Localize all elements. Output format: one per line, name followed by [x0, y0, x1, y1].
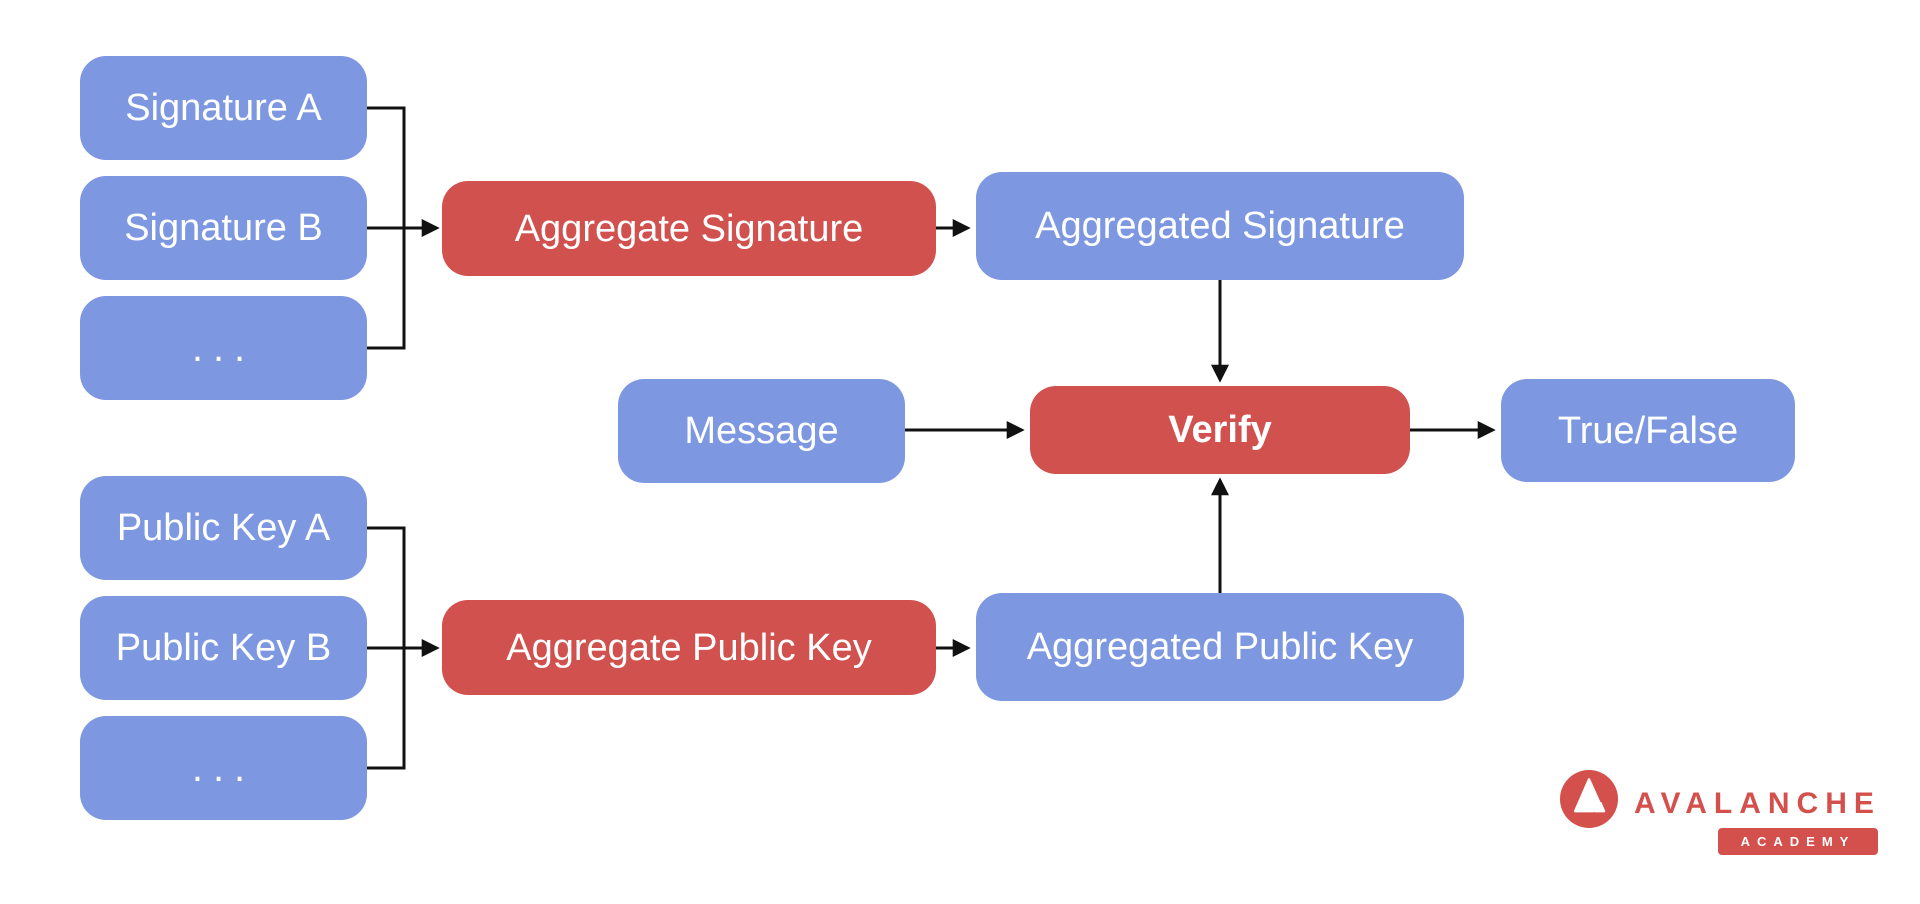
node-true-false: True/False: [1501, 379, 1795, 482]
node-public-key-b: Public Key B: [80, 596, 367, 700]
node-signature-b: Signature B: [80, 176, 367, 280]
node-aggregate-public-key: Aggregate Public Key: [442, 600, 936, 695]
node-public-key-more: ...: [80, 716, 367, 820]
node-signature-more: ...: [80, 296, 367, 400]
node-aggregated-public-key: Aggregated Public Key: [976, 593, 1464, 701]
node-aggregate-signature: Aggregate Signature: [442, 181, 936, 276]
academy-badge: ACADEMY: [1718, 828, 1878, 855]
node-verify: Verify: [1030, 386, 1410, 474]
node-public-key-a: Public Key A: [80, 476, 367, 580]
avalanche-wordmark: AVALANCHE: [1634, 787, 1881, 820]
node-message: Message: [618, 379, 905, 483]
node-signature-a: Signature A: [80, 56, 367, 160]
avalanche-logo-icon: [1560, 770, 1618, 828]
node-aggregated-signature: Aggregated Signature: [976, 172, 1464, 280]
